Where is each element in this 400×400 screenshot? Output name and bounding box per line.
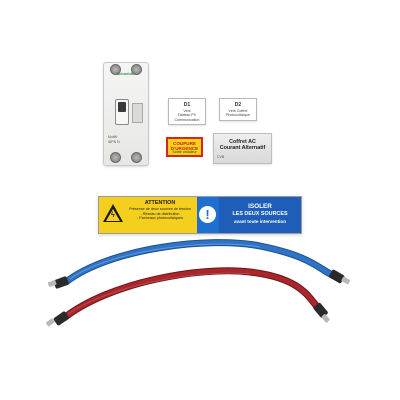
- label-d1-description: Vers Tableau PV Communication: [174, 109, 200, 122]
- dual-source-warning-label: ϟ ATTENTION Présence de deux sources de …: [98, 196, 302, 234]
- bottom-right-screw-icon: [131, 152, 142, 163]
- circuit-breaker: Schneider Multi9 iDPN N: [103, 62, 149, 166]
- red-cable-right-lug: [313, 302, 328, 318]
- warning-subtitle: Présence de deux sources de tension - Ré…: [129, 207, 191, 221]
- bottom-left-screw-icon: [110, 152, 121, 163]
- top-right-screw-icon: [131, 64, 142, 75]
- blue-cable-left-lug: [53, 276, 69, 289]
- red-cable-left-lug: [53, 311, 69, 326]
- breaker-model-text: Multi9 iDPN N: [108, 135, 120, 144]
- ac-box-label: Coffret AC Courant Alternatif CVB: [213, 133, 272, 164]
- warning-yellow-panel: ϟ ATTENTION Présence de deux sources de …: [99, 197, 197, 233]
- warning-line-1: ISOLER: [248, 203, 272, 210]
- label-d2-description: Vers Coffret Photovoltaïque: [226, 109, 250, 118]
- label-d2-code: D2: [234, 102, 242, 108]
- breaker-indicator-window: [132, 103, 143, 123]
- label-d1: D1 Vers Tableau PV Communication: [168, 98, 206, 125]
- breaker-toggle: [115, 99, 129, 125]
- warning-line-2: LES DEUX SOURCES: [232, 211, 288, 217]
- ac-box-title: Coffret AC Courant Alternatif: [219, 139, 266, 151]
- warning-line-3: avant toute intervention: [233, 219, 287, 224]
- emergency-cutoff-label: COUPURE D'URGENCE Sortie onduleur: [166, 137, 203, 157]
- warning-blue-panel: ISOLER LES DEUX SOURCES avant toute inte…: [219, 197, 301, 233]
- warning-title: ATTENTION: [144, 200, 176, 206]
- ac-box-logo: CVB: [217, 155, 225, 159]
- lightning-bolt-icon: ϟ: [111, 212, 115, 219]
- blue-cable-right-lug: [329, 269, 345, 284]
- exclamation-circle-icon: !: [199, 206, 216, 223]
- top-left-screw-icon: [110, 64, 121, 75]
- warning-mandatory-panel: !: [197, 197, 219, 233]
- label-d2: D2 Vers Coffret Photovoltaïque: [219, 98, 257, 121]
- label-d1-code: D1: [183, 102, 191, 108]
- emergency-cutoff-subtitle: Sortie onduleur: [172, 150, 197, 154]
- emergency-cutoff-title: COUPURE D'URGENCE: [170, 141, 199, 151]
- breaker-brand-logo: Schneider: [116, 71, 136, 76]
